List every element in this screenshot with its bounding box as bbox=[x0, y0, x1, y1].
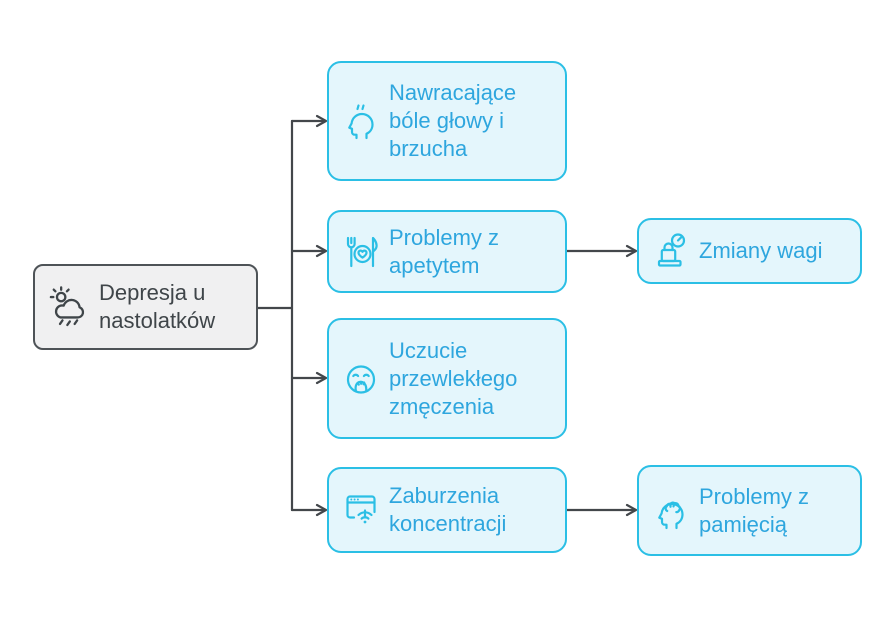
node-label: Zmiany wagi bbox=[699, 238, 823, 263]
headache-head-icon bbox=[341, 99, 381, 143]
arrowhead-branch-2 bbox=[315, 244, 328, 258]
arrowhead-weight bbox=[625, 244, 638, 258]
arrowhead-branch-3 bbox=[315, 371, 328, 385]
node-root-depression: Depresja u nastolatków bbox=[33, 264, 258, 350]
node-symptom-appetite: Problemy z apetytem bbox=[327, 210, 567, 293]
weight-scale-icon bbox=[651, 229, 691, 273]
node-label: Uczucie przewlekłego zmęczenia bbox=[389, 337, 518, 419]
arrowhead-branch-4 bbox=[315, 503, 328, 517]
tired-face-icon bbox=[341, 357, 381, 401]
sun-rain-cloud-icon bbox=[47, 284, 91, 330]
node-symptom-headaches: Nawracające bóle głowy i brzucha bbox=[327, 61, 567, 181]
memory-brain-head-icon bbox=[651, 489, 691, 533]
node-label: Depresja u nastolatków bbox=[99, 280, 216, 333]
node-label: Problemy z pamięcią bbox=[699, 483, 810, 537]
node-label: Nawracające bóle głowy i brzucha bbox=[389, 80, 517, 161]
node-weight-changes: Zmiany wagi bbox=[637, 218, 862, 284]
node-symptom-concentration: Zaburzenia koncentracji bbox=[327, 467, 567, 553]
node-memory-problems: Problemy z pamięcią bbox=[637, 465, 862, 556]
node-label: Problemy z apetytem bbox=[389, 224, 500, 278]
arrowhead-memory bbox=[625, 503, 638, 517]
appetite-plate-icon bbox=[341, 230, 381, 274]
node-symptom-fatigue: Uczucie przewlekłego zmęczenia bbox=[327, 318, 567, 439]
browser-signal-icon bbox=[341, 488, 381, 532]
arrowhead-branch-1 bbox=[315, 114, 328, 128]
node-label: Zaburzenia koncentracji bbox=[389, 483, 507, 536]
